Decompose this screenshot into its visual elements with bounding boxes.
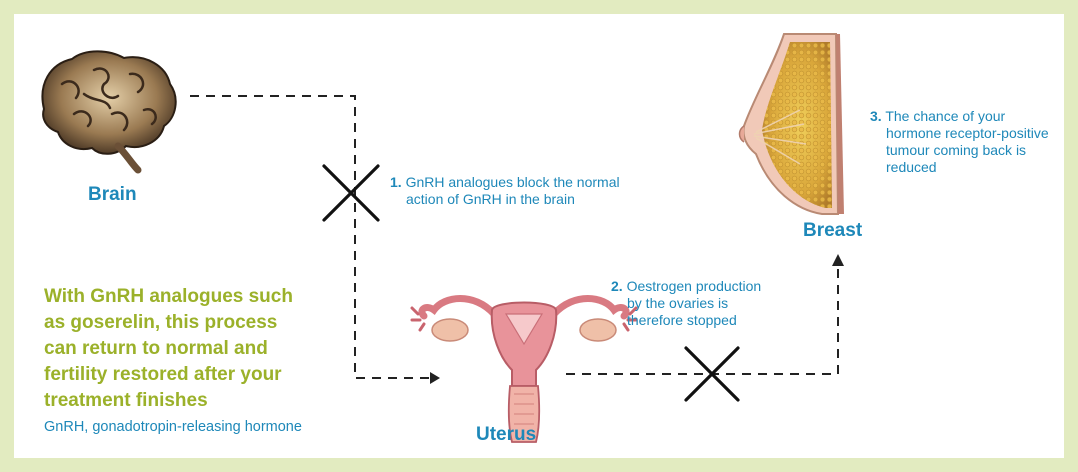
step-2-number: 2. (611, 278, 623, 294)
arrowhead-to-uterus (430, 372, 440, 384)
headline-line-2: as goserelin, this process (44, 312, 277, 333)
step-3-line-3: tumour coming back is (870, 142, 1026, 158)
step-3-line-2: hormone receptor-positive (870, 125, 1049, 141)
diagram-panel: Brain Uterus Breast 1. GnRH analogues bl… (14, 14, 1064, 458)
step-3-line-4: reduced (870, 159, 937, 175)
step-2-text: 2. Oestrogen production by the ovaries i… (611, 278, 761, 329)
step-3-number: 3. (870, 108, 882, 124)
footnote: GnRH, gonadotropin-releasing hormone (44, 419, 302, 435)
step-2-line-2: by the ovaries is (611, 295, 728, 311)
headline-line-3: can return to normal and (44, 338, 268, 359)
brain-label: Brain (88, 184, 137, 206)
breast-label: Breast (803, 220, 862, 242)
arrowhead-to-breast (832, 254, 844, 266)
step-1-line-1: GnRH analogues block the normal (406, 174, 620, 190)
brain-illustration (42, 51, 175, 170)
headline-line-4: fertility restored after your (44, 364, 282, 385)
step-1-line-2: action of GnRH in the brain (390, 191, 575, 207)
uterus-illustration (412, 299, 636, 443)
headline: With GnRH analogues such as goserelin, t… (44, 284, 293, 414)
step-1-text: 1. GnRH analogues block the normal actio… (390, 174, 620, 208)
breast-illustration (740, 34, 845, 214)
step-2-line-3: therefore stopped (611, 312, 737, 328)
step-1-number: 1. (390, 174, 402, 190)
step-3-text: 3. The chance of your hormone receptor-p… (870, 108, 1049, 176)
headline-line-1: With GnRH analogues such (44, 286, 293, 307)
headline-line-5: treatment finishes (44, 390, 208, 411)
step-3-line-1: The chance of your (885, 108, 1005, 124)
step-2-line-1: Oestrogen production (627, 278, 762, 294)
block-cross-icon (324, 166, 378, 220)
uterus-label: Uterus (476, 424, 536, 446)
